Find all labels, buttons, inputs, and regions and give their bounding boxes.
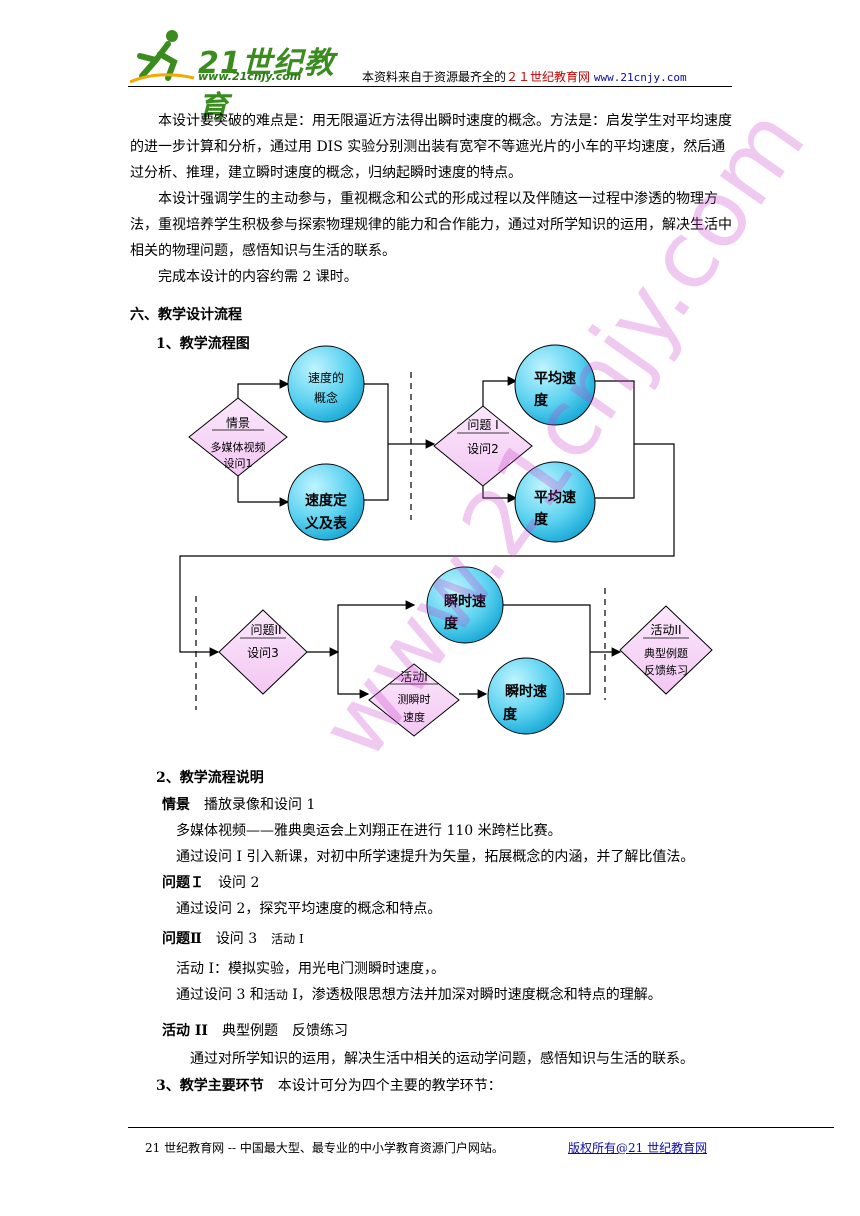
diamond-1-line-2: 设问1	[224, 457, 253, 470]
diamond-3-title: 问题II	[250, 623, 281, 637]
desc-activity-2-label: 活动 II	[162, 1023, 208, 1039]
flow-circle-velocity-definition: 速度定 义及表	[287, 463, 365, 541]
header-note-prefix: 本资料来自于资源最齐全的	[362, 70, 507, 84]
desc-question-1-label: 问题Ｉ	[162, 875, 204, 891]
desc-question-2-label: 问题Ⅱ	[162, 931, 202, 947]
section-6-title: 六、教学设计流程	[130, 307, 242, 323]
desc-question-2-line-2: 通过设问 3 和活动 I，渗透极限思想方法并加深对瞬时速度概念和特点的理解。	[176, 984, 662, 1004]
desc-question-2-text: 设问 3	[215, 931, 258, 947]
stage-separators	[195, 372, 606, 710]
diamond-2-title: 问题 I	[467, 418, 498, 432]
circle-3-line-2: 度	[534, 392, 549, 409]
circle-3-line-1: 平均速	[534, 370, 576, 387]
header-note-site[interactable]: ２１世纪教育网	[506, 70, 591, 84]
flow-diamond-question-1: 问题 I 设问2	[433, 405, 533, 487]
header-note: 本资料来自于资源最齐全的２１世纪教育网 www.21cnjy.com	[362, 68, 687, 85]
flow-diamond-question-2: 问题II 设问3	[218, 609, 308, 695]
desc-question-1-line-1: 通过设问 2，探究平均速度的概念和特点。	[176, 901, 442, 917]
diamond-4-line-2: 速度	[403, 710, 425, 724]
desc-question-2-heading: 问题Ⅱ 设问 3 活动 I	[162, 928, 304, 948]
circle-1-line-1: 速度的	[308, 370, 344, 385]
circle-6-line-2: 度	[503, 706, 518, 723]
desc-activity-2-text: 典型例题 反馈练习	[221, 1023, 348, 1039]
intro-paragraph-1: 本设计要突破的难点是：用无限逼近方法得出瞬时速度的概念。方法是：启发学生对平均速…	[130, 113, 732, 181]
runner-logo-icon	[129, 30, 195, 84]
desc-activity-2-heading: 活动 II 典型例题 反馈练习	[162, 1020, 348, 1040]
header-note-url[interactable]: www.21cnjy.com	[593, 71, 687, 84]
flow-circle-velocity-concept: 速度的 概念	[287, 345, 365, 423]
footer-site-description: 21 世纪教育网 -- 中国最大型、最专业的中小学教育资源门户网站。	[145, 1141, 504, 1155]
flow-diamond-activity-2: 活动II 典型例题 反馈练习	[619, 605, 713, 695]
subsection-1-title: 1、教学流程图	[156, 336, 250, 352]
flow-connectors	[179, 376, 675, 699]
subsection-3-title: 3、教学主要环节	[156, 1078, 264, 1094]
footer-divider	[128, 1127, 834, 1128]
diamond-4-line-1: 测瞬时	[398, 693, 431, 706]
teaching-flowchart: 情景 多媒体视频 设问1 速度的 概念 速度定 义及表 问题 I 设问2 平均速…	[179, 344, 713, 737]
diamond-2-line-1: 设问2	[467, 442, 499, 456]
diamond-4-title: 活动I	[400, 670, 428, 684]
desc-question-1-text: 设问 2	[218, 875, 260, 891]
footer-copyright-link[interactable]: 版权所有@21 世纪教育网	[568, 1141, 708, 1155]
flow-diamond-activity-1: 活动I 测瞬时 速度	[368, 663, 460, 737]
subsection-3-text: 本设计可分为四个主要的教学环节：	[277, 1078, 502, 1094]
desc-activity-2-line-1: 通过对所学知识的运用，解决生活中相关的运动学问题，感悟知识与生活的联系。	[190, 1051, 694, 1067]
desc-question-2-line-1: 活动 I：模拟实验，用光电门测瞬时速度，。	[176, 961, 445, 977]
desc-scenario-heading: 情景 播放录像和设问 1	[162, 794, 315, 814]
desc-scenario-label: 情景	[162, 797, 190, 813]
intro-paragraph-3: 完成本设计的内容约需 2 课时。	[158, 269, 358, 285]
diamond-5-line-1: 典型例题	[644, 646, 688, 660]
logo-text: 21世纪教育	[198, 46, 335, 125]
intro-text: 本设计要突破的难点是：用无限逼近方法得出瞬时速度的概念。方法是：启发学生对平均速…	[130, 108, 736, 290]
circle-5-line-2: 度	[444, 615, 459, 632]
header-divider	[128, 86, 732, 87]
diamond-3-line-1: 设问3	[247, 646, 279, 660]
subsection-2-title: 2、教学流程说明	[156, 770, 264, 786]
circle-1-line-2: 概念	[314, 390, 338, 405]
intro-paragraph-2: 本设计强调学生的主动参与，重视概念和公式的形成过程以及伴随这一过程中渗透的物理方…	[130, 191, 732, 259]
circle-2-line-2: 义及表	[305, 515, 348, 532]
flow-diamond-scenario: 情景 多媒体视频 设问1	[188, 397, 288, 477]
circle-4-line-1: 平均速	[534, 489, 576, 506]
circle-5-line-1: 瞬时速	[444, 593, 486, 610]
logo-url: www.21cnjy.com	[198, 70, 302, 83]
circle-2-line-1: 速度定	[305, 492, 347, 509]
desc-scenario-text: 播放录像和设问 1	[204, 797, 316, 813]
diamond-1-line-1: 多媒体视频	[211, 440, 266, 454]
desc-question-2-line-2-a: 通过设问 3 和	[176, 987, 264, 1003]
site-logo: 21世纪教育 www.21cnjy.com	[128, 26, 358, 125]
circle-4-line-2: 度	[534, 511, 549, 528]
flow-circle-average-velocity-1: 平均速 度	[514, 344, 596, 426]
desc-question-2-line-2-activity: 活动	[263, 988, 288, 1002]
flow-circle-instant-velocity-2: 瞬时速 度	[487, 657, 565, 735]
desc-question-1-heading: 问题Ｉ 设问 2	[162, 872, 259, 892]
flow-circle-average-velocity-2: 平均速 度	[514, 461, 596, 543]
desc-question-2-activity: 活动 I	[271, 932, 304, 946]
desc-scenario-line-1: 多媒体视频——雅典奥运会上刘翔正在进行 110 米跨栏比赛。	[176, 823, 562, 839]
desc-scenario-line-2: 通过设问 I 引入新课，对初中所学速提升为矢量，拓展概念的内涵，并了解比值法。	[176, 849, 695, 865]
circle-6-line-1: 瞬时速	[505, 683, 547, 700]
desc-question-2-line-2-b: I，渗透极限思想方法并加深对瞬时速度概念和特点的理解。	[287, 987, 662, 1003]
diamond-1-title: 情景	[226, 416, 250, 430]
diamond-5-title: 活动II	[650, 623, 681, 637]
diamond-5-line-2: 反馈练习	[644, 663, 688, 677]
flow-circle-instant-velocity-1: 瞬时速 度	[426, 566, 504, 644]
subsection-3: 3、教学主要环节 本设计可分为四个主要的教学环节：	[156, 1075, 502, 1095]
